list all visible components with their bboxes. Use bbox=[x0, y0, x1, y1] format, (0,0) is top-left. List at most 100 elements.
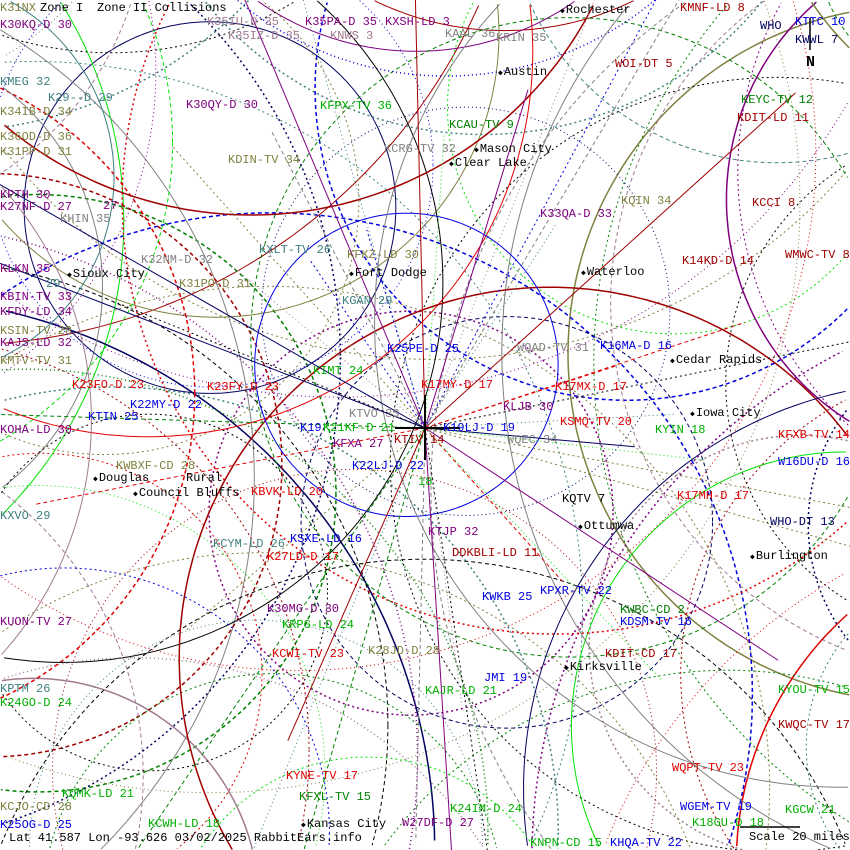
station-label: WHO bbox=[760, 19, 782, 33]
contour-arc bbox=[2, 485, 326, 773]
station-label: KWBXF-CD 28 bbox=[116, 459, 196, 473]
contour-arc bbox=[142, 2, 174, 143]
north-arrow-label: N bbox=[806, 54, 816, 71]
station-label: K31PO-D 31 bbox=[179, 277, 252, 291]
station-label: KUON-TV 27 bbox=[0, 615, 73, 629]
station-label: KLJB 30 bbox=[503, 400, 554, 414]
station-label: KHQA-TV 22 bbox=[610, 836, 683, 850]
coordinates-readout: Lat 41.587 Lon -93.626 03/02/2025 Rabbit… bbox=[9, 831, 362, 845]
station-label: K35IZ-D 35 bbox=[228, 29, 301, 43]
station-label: KCYM-LD 26 bbox=[213, 537, 286, 551]
station-label: 18 bbox=[418, 475, 433, 489]
station-label: KTVO 33 bbox=[349, 407, 400, 421]
collision-line bbox=[424, 427, 563, 582]
contour-arc bbox=[818, 845, 845, 850]
station-label: KQIN 34 bbox=[621, 194, 672, 208]
contour-arc bbox=[0, 413, 328, 593]
contour-arc bbox=[605, 573, 844, 843]
contour-arc bbox=[49, 673, 498, 849]
station-label: K35PA-D 35 bbox=[305, 15, 378, 29]
station-label: K30KQ-D 30 bbox=[0, 18, 73, 32]
station-label: K22MY-D 22 bbox=[130, 398, 203, 412]
city-label: Douglas bbox=[93, 472, 149, 486]
station-label: WQAD-TV 31 bbox=[517, 341, 590, 355]
contour-arc bbox=[250, 17, 848, 658]
contour-arc bbox=[200, 756, 535, 848]
collision-line bbox=[0, 184, 426, 429]
contour-arc bbox=[204, 1, 763, 136]
collision-line bbox=[424, 134, 445, 429]
contour-arc bbox=[0, 567, 330, 833]
city-label: Burlington bbox=[750, 550, 828, 564]
station-label: KGAN 29 bbox=[342, 294, 393, 308]
city-label: Cedar Rapids bbox=[670, 354, 762, 368]
station-label: KCJO-CD 28 bbox=[0, 800, 73, 814]
station-label: KCAU-TV 9 bbox=[449, 118, 514, 132]
contour-arc bbox=[314, 772, 326, 848]
station-label: WGEM-TV 19 bbox=[680, 800, 753, 814]
station-label: K28JD-D 28 bbox=[368, 644, 441, 658]
station-label: KPXR-TV 22 bbox=[540, 584, 613, 598]
station-label: 27 bbox=[103, 199, 118, 213]
station-label: KWKB 25 bbox=[482, 590, 533, 604]
contour-arc bbox=[496, 4, 500, 34]
station-label: K27LD-D 17 bbox=[267, 550, 340, 564]
station-label: K31PP-D 31 bbox=[0, 145, 73, 159]
station-label: KEYC-TV 12 bbox=[741, 93, 814, 107]
station-label: K25PE-D 25 bbox=[387, 342, 460, 356]
city-label: Fort Dodge bbox=[349, 267, 427, 281]
contour-arc bbox=[297, 749, 310, 844]
contour-arc bbox=[316, 0, 444, 283]
contour-arc bbox=[134, 775, 144, 850]
station-label: DDKBLI-LD 11 bbox=[452, 546, 539, 560]
city-label: Rochester bbox=[560, 4, 631, 18]
collision-line bbox=[424, 92, 796, 429]
legend-zone1: Zone I bbox=[40, 1, 84, 15]
station-label: KSXE-LD 16 bbox=[290, 532, 363, 546]
station-label: KSIN-TV 28 bbox=[0, 324, 73, 338]
station-label: KXLT-TV 26 bbox=[259, 243, 332, 257]
contour-arc bbox=[737, 2, 849, 426]
contour-arc bbox=[0, 200, 360, 456]
station-label: KFXA 27 bbox=[333, 437, 384, 451]
contour-arc bbox=[4, 61, 583, 611]
station-label: K23FO-D 23 bbox=[72, 378, 145, 392]
contour-arc bbox=[384, 669, 846, 846]
station-label: K17MH-D 17 bbox=[677, 489, 750, 503]
station-label: KQTV 7 bbox=[562, 492, 606, 506]
station-label: WQPT-TV 23 bbox=[672, 761, 745, 775]
contour-arc bbox=[2, 86, 103, 288]
station-label: W16DU-D 16 bbox=[778, 455, 850, 469]
collision-line bbox=[33, 427, 426, 506]
station-label: KTIV 14 bbox=[394, 433, 445, 447]
contour-arc bbox=[0, 393, 196, 699]
contour-arc bbox=[735, 613, 848, 847]
station-label: KBVK-LD 20 bbox=[251, 485, 324, 499]
city-label: Ottumwa bbox=[578, 520, 634, 534]
station-label: K22LJ-D 22 bbox=[352, 459, 425, 473]
station-label: KGCW 21 bbox=[785, 803, 836, 817]
station-label: KTJP 32 bbox=[428, 525, 479, 539]
station-label: KLKN 35 bbox=[0, 262, 51, 276]
city-label: Mason City bbox=[474, 143, 552, 157]
station-label: K19 bbox=[300, 421, 322, 435]
collision-line bbox=[186, 427, 426, 631]
contour-arc bbox=[593, 5, 850, 823]
station-label: K19LJ-D 19 bbox=[443, 421, 516, 435]
city-label: Austin bbox=[498, 66, 547, 80]
station-label: KCWI-TV 23 bbox=[272, 647, 345, 661]
station-label: KXSH-LD 3 bbox=[385, 15, 450, 29]
contour-arc bbox=[523, 390, 846, 846]
contour-arc bbox=[178, 286, 848, 850]
contour-arc bbox=[2, 1, 294, 54]
station-label: KPTH 30 bbox=[0, 188, 51, 202]
city-label: Clear Lake bbox=[449, 157, 527, 171]
contour-arc bbox=[3, 657, 485, 849]
collision-line bbox=[303, 427, 426, 850]
station-label: KDIT-LD 11 bbox=[737, 111, 810, 125]
station-label: KWWL 7 bbox=[795, 33, 839, 47]
contour-arc bbox=[4, 149, 847, 360]
contour-arc bbox=[1, 677, 254, 850]
